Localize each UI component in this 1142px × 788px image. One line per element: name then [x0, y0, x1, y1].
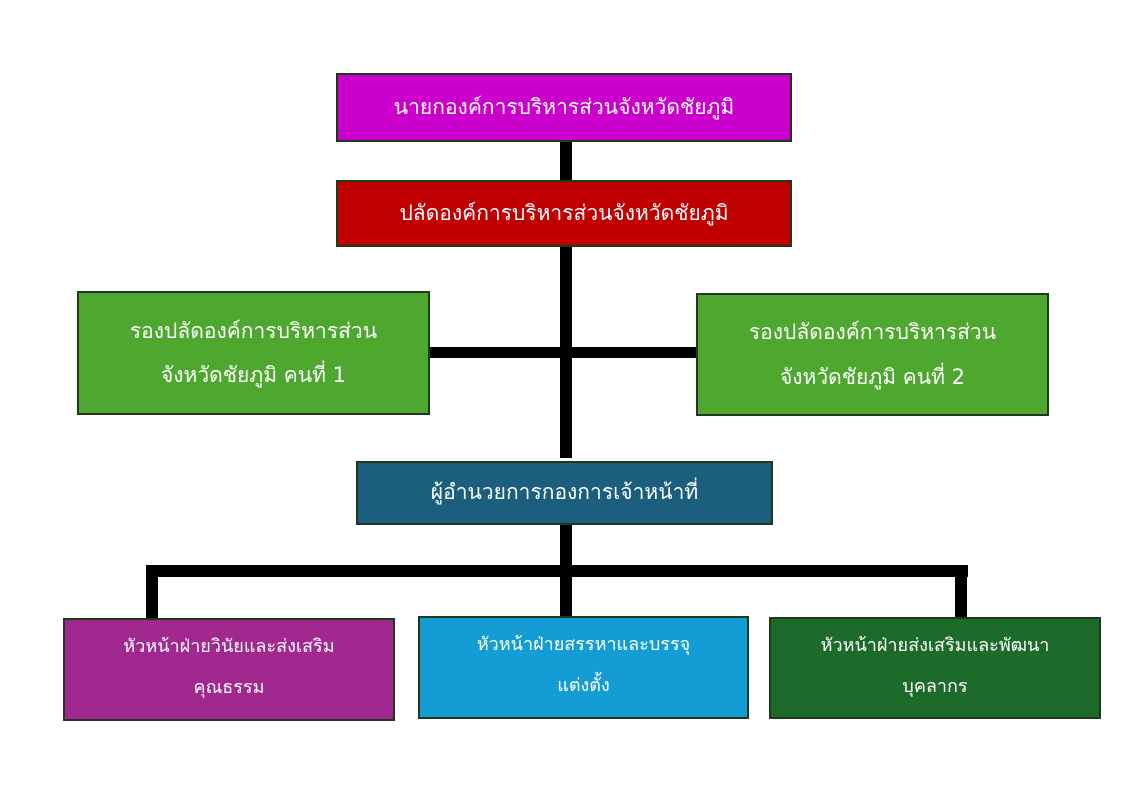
hr-director-title: ผู้อำนวยการกองการเจ้าหน้าที่	[430, 480, 699, 505]
connector-left-drop	[146, 565, 158, 618]
discipline-section-box: หัวหน้าฝ่ายวินัยและส่งเสริม คุณธรรม	[63, 618, 395, 721]
discipline-section-line-2: คุณธรรม	[193, 677, 265, 699]
development-section-line-2: บุคลากร	[902, 676, 968, 698]
development-section-box: หัวหน้าฝ่ายส่งเสริมและพัฒนา บุคลากร	[769, 617, 1101, 719]
chief-executive-title: นายกองค์การบริหารส่วนจังหวัดชัยภูมิ	[393, 94, 735, 119]
recruitment-section-box: หัวหน้าฝ่ายสรรหาและบรรจุ แต่งตั้ง	[418, 616, 749, 719]
connector-right-drop	[955, 565, 967, 618]
deputy-2-box: รองปลัดองค์การบริหารส่วน จังหวัดชัยภูมิ …	[696, 293, 1049, 416]
deputy-1-line-2: จังหวัดชัยภูมิ คนที่ 1	[160, 363, 347, 387]
hr-director-box: ผู้อำนวยการกองการเจ้าหน้าที่	[356, 461, 773, 525]
recruitment-section-line-1: หัวหน้าฝ่ายสรรหาและบรรจุ	[476, 634, 691, 655]
deputy-1-line-1: รองปลัดองค์การบริหารส่วน	[129, 318, 378, 343]
recruitment-section-line-2: แต่งตั้ง	[557, 675, 610, 697]
development-section-line-1: หัวหน้าฝ่ายส่งเสริมและพัฒนา	[820, 635, 1050, 656]
deputy-2-line-2: จังหวัดชัยภูมิ คนที่ 2	[779, 364, 966, 389]
deputy-2-line-1: รองปลัดองค์การบริหารส่วน	[748, 320, 997, 345]
permanent-secretary-title: ปลัดองค์การบริหารส่วนจังหวัดชัยภูมิ	[399, 200, 729, 225]
deputy-1-box: รองปลัดองค์การบริหารส่วน จังหวัดชัยภูมิ …	[77, 291, 430, 415]
connector-top-trunk	[560, 142, 572, 182]
connector-sections-horizontal	[146, 565, 968, 577]
connector-deputies-horizontal	[428, 347, 696, 358]
chief-executive-box: นายกองค์การบริหารส่วนจังหวัดชัยภูมิ	[336, 73, 792, 142]
permanent-secretary-box: ปลัดองค์การบริหารส่วนจังหวัดชัยภูมิ	[336, 180, 792, 247]
discipline-section-line-1: หัวหน้าฝ่ายวินัยและส่งเสริม	[123, 636, 335, 657]
